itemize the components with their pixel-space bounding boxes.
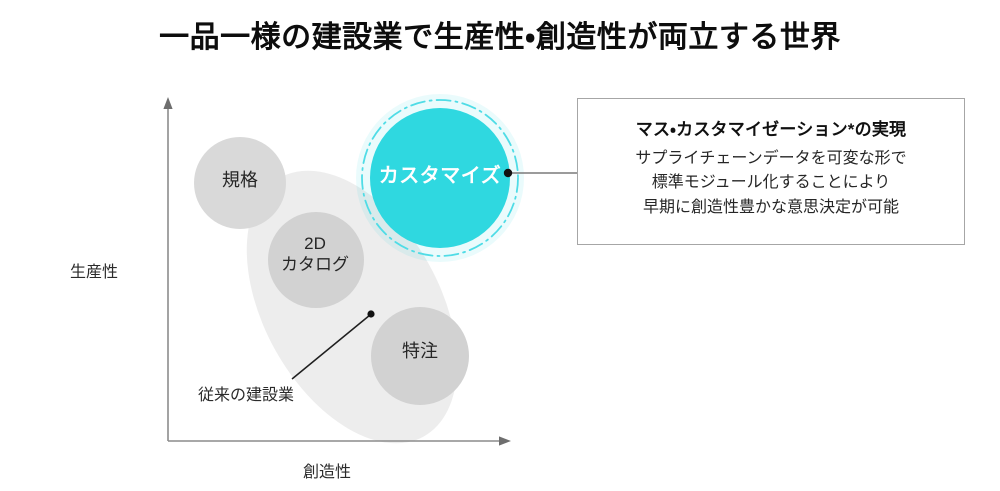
bubble-kikaku <box>194 137 286 229</box>
y-axis-label: 生産性 <box>70 264 119 281</box>
page-title: 一品一様の建設業で生産性・創造性が両立する世界 <box>159 21 841 54</box>
bubble-tokuchu <box>371 307 469 405</box>
callout-body-line-3: 早期に創造性豊かな意思決定が可能 <box>642 198 899 216</box>
annotation-legacy-industry: 従来の建設業 <box>198 387 295 404</box>
bubble-customize <box>356 94 524 262</box>
x-axis <box>168 436 511 446</box>
y-axis <box>163 97 173 441</box>
callout-box: マス・カスタマイゼーション*の実現 サプライチェーンデータを可変な形で 標準モジ… <box>577 98 965 245</box>
callout-body-line-2: 標準モジュール化することにより <box>651 174 891 192</box>
x-axis-label: 創造性 <box>303 464 352 481</box>
callout-connector <box>503 168 577 178</box>
callout-heading: マス・カスタマイゼーション*の実現 <box>635 120 907 139</box>
bubble-2d-catalog <box>268 212 364 308</box>
legacy-leader-line <box>291 310 375 380</box>
callout-body-line-1: サプライチェーンデータを可変な形で <box>635 150 907 167</box>
